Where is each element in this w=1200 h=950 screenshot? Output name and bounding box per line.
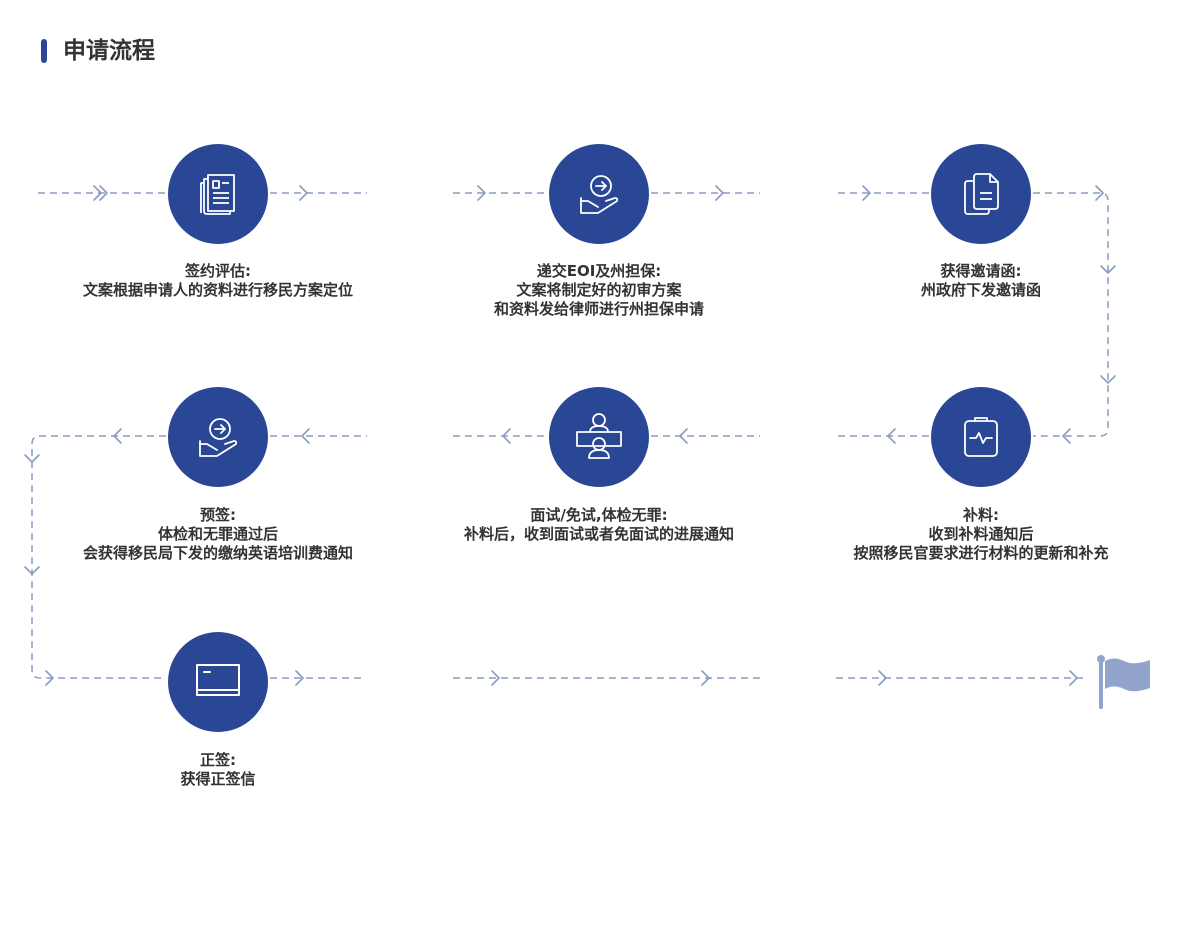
card-icon [196,664,240,696]
hand-arrow-icon [199,418,238,457]
step-title: 正签: [200,751,236,769]
step-desc: 获得正签信 [180,770,256,788]
step-label-interview: 面试/免试,体检无罪: 补料后，收到面试或者免面试的进展通知 [419,506,779,544]
connector-line [1033,192,1109,437]
step-node-sign [168,144,268,244]
chevron-right-icon [862,185,871,201]
chevron-right-icon [1069,670,1078,686]
chevron-left-icon [887,428,896,444]
chevron-left-icon [502,428,511,444]
step-desc: 补料后，收到面试或者免面试的进展通知 [463,525,734,543]
step-desc: 按照移民官要求进行材料的更新和补充 [853,544,1109,562]
chevron-left-icon [1062,428,1071,444]
chevron-right-icon [295,670,304,686]
step-label-eoi: 递交EOI及州担保: 文案将制定好的初审方案 和资料发给律师进行州担保申请 [419,262,779,319]
step-node-interview [549,387,649,487]
step-title: 签约评估: [185,262,251,280]
step-desc: 收到补料通知后 [928,525,1034,543]
step-label-visa: 正签: 获得正签信 [38,751,398,789]
step-node-visa [168,632,268,732]
chevron-right-icon [491,670,500,686]
step-desc: 会获得移民局下发的缴纳英语培训费通知 [82,544,353,562]
chevron-down-icon [1100,375,1116,384]
step-desc: 文案根据申请人的资料进行移民方案定位 [82,281,353,299]
chevron-right-icon [99,185,108,201]
step-node-invite [931,144,1031,244]
chevron-right-icon [45,670,54,686]
step-desc: 体检和无罪通过后 [157,525,278,543]
chevron-down-icon [24,566,40,575]
step-title: 预签: [200,506,236,524]
chevron-right-icon [1095,185,1104,201]
step-node-eoi [549,144,649,244]
chevron-down-icon [1100,265,1116,274]
step-desc: 和资料发给律师进行州担保申请 [493,300,704,318]
step-label-invite: 获得邀请函: 州政府下发邀请函 [801,262,1161,300]
step-desc: 文案将制定好的初审方案 [516,281,682,299]
copy-document-icon [964,173,999,215]
chevron-down-icon [24,454,40,463]
step-label-sign: 签约评估: 文案根据申请人的资料进行移民方案定位 [38,262,398,300]
step-label-presign: 预签: 体检和无罪通过后 会获得移民局下发的缴纳英语培训费通知 [38,506,398,563]
step-node-presign [168,387,268,487]
chevron-right-icon [93,185,102,201]
step-desc: 州政府下发邀请函 [920,281,1041,299]
step-title: 递交EOI及州担保: [536,262,662,280]
chevron-right-icon [701,670,710,686]
chevron-left-icon [113,428,122,444]
step-title: 补料: [963,506,999,524]
document-icon [200,174,235,215]
chevron-right-icon [715,185,724,201]
title-accent-bar [41,39,47,63]
chevron-right-icon [299,185,308,201]
step-label-supplement: 补料: 收到补料通知后 按照移民官要求进行材料的更新和补充 [801,506,1161,563]
connector-line [31,435,166,679]
step-node-supplement [931,387,1031,487]
hand-arrow-icon [580,175,619,214]
chevron-left-icon [679,428,688,444]
interview-icon [576,413,622,459]
chevron-right-icon [878,670,887,686]
page-title: 申请流程 [63,38,155,64]
clipboard-pulse-icon [964,417,998,457]
flag-icon [1097,655,1150,709]
chevron-left-icon [301,428,310,444]
step-title: 获得邀请函: [940,262,1022,280]
step-title: 面试/免试,体检无罪: [530,506,668,524]
chevron-right-icon [477,185,486,201]
